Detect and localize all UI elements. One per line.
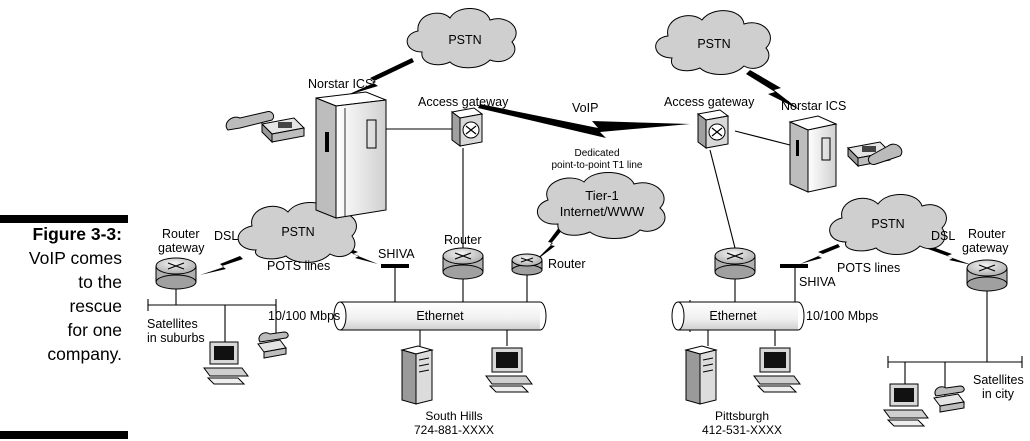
label-router-gateway-right-2: gateway — [962, 241, 1009, 255]
label-ethernet-left: Ethernet — [416, 309, 464, 323]
tier1-internet-cloud: Tier-1 Internet/WWW — [536, 171, 666, 239]
label-mbps-right: 10/100 Mbps — [806, 309, 878, 323]
label-router-gateway-left-1: Router — [162, 227, 200, 241]
pstn-cloud-top-right: PSTN — [655, 10, 771, 75]
label-pots-left: POTS lines — [267, 259, 330, 273]
shiva-bar-right — [780, 264, 808, 268]
lightning-bolt-pots-right — [800, 244, 840, 264]
label-satellites-suburbs-1: Satellites — [147, 317, 198, 331]
router-gateway-left — [155, 257, 197, 290]
router-gateway-right — [966, 259, 1008, 292]
caption-line: for one — [67, 320, 122, 340]
caption-top-bar — [0, 215, 128, 223]
cloud-label-line1: Tier-1 — [585, 188, 618, 203]
desktop-pc-suburbs — [203, 341, 249, 385]
desktop-pc-pittsburgh — [753, 347, 801, 393]
norstar-ics-left — [315, 91, 387, 219]
telephone-suburbs — [257, 331, 289, 359]
router-internet — [511, 253, 543, 276]
label-shiva-right: SHIVA — [799, 275, 836, 289]
label-voip: VoIP — [572, 101, 598, 115]
lightning-bolt-pstn-norstar-right — [746, 70, 800, 110]
label-router-left: Router — [444, 233, 482, 247]
pstn-cloud-mid-left: PSTN — [237, 202, 357, 263]
desktop-pc-south-hills — [485, 347, 533, 393]
label-dedicated-line1: Dedicated — [574, 148, 619, 159]
label-router-gateway-right-1: Router — [968, 227, 1006, 241]
lightning-bolt-pstn-norstar-left — [345, 58, 414, 96]
caption-line: rescue — [69, 296, 122, 316]
pstn-cloud-mid-right: PSTN — [829, 194, 947, 255]
shiva-bar-left — [381, 264, 409, 268]
ethernet-right — [671, 301, 805, 331]
telephone-city — [933, 385, 965, 413]
label-dedicated-line2: point-to-point T1 line — [552, 160, 643, 171]
server-tower-south-hills — [400, 345, 434, 405]
location-pittsburgh-name: Pittsburgh — [715, 409, 769, 423]
label-norstar-left: Norstar ICS — [308, 77, 373, 91]
label-router-gateway-left-2: gateway — [158, 241, 205, 255]
server-tower-pittsburgh — [684, 345, 718, 405]
label-norstar-right: Norstar ICS — [781, 99, 846, 113]
location-pittsburgh-phone: 412-531-XXXX — [702, 423, 782, 437]
ethernet-left — [333, 301, 547, 331]
label-ethernet-right: Ethernet — [709, 309, 757, 323]
label-pots-right: POTS lines — [837, 261, 900, 275]
label-access-gateway-left: Access gateway — [418, 95, 509, 109]
telephone-norstar-left — [225, 111, 306, 144]
label-satellites-city-1: Satellites — [973, 373, 1024, 387]
figure-number: Figure 3-3: — [32, 224, 122, 244]
router-left — [442, 247, 484, 280]
wan-links — [200, 58, 972, 275]
cloud-label: PSTN — [281, 225, 314, 239]
access-gateway-right — [696, 109, 730, 149]
access-gateway-left — [450, 107, 484, 147]
telephone-norstar-right — [846, 141, 903, 168]
label-satellites-suburbs-2: in suburbs — [147, 331, 205, 345]
desktop-pc-city — [883, 383, 929, 427]
lightning-bolt-voip — [478, 104, 690, 138]
lightning-bolt-dsl-left — [200, 256, 243, 275]
pstn-cloud-top-left: PSTN — [406, 8, 517, 69]
label-router-internet: Router — [548, 257, 586, 271]
label-access-gateway-right: Access gateway — [664, 95, 755, 109]
cloud-label: PSTN — [448, 33, 481, 47]
cloud-label: PSTN — [697, 37, 730, 51]
location-south-hills-name: South Hills — [425, 409, 482, 423]
caption-line: VoIP comes — [28, 248, 122, 268]
cloud-label: PSTN — [871, 217, 904, 231]
label-shiva-left: SHIVA — [378, 247, 415, 261]
figure-caption: Figure 3-3: VoIP comes to the rescue for… — [0, 222, 122, 366]
norstar-ics-right — [788, 115, 838, 193]
lightning-bolt-dsl-right — [928, 246, 972, 265]
caption-bottom-bar — [0, 431, 128, 439]
lightning-bolt-internet — [534, 222, 567, 262]
router-right — [714, 247, 756, 280]
label-dsl-left: DSL — [214, 229, 238, 243]
label-mbps-left: 10/100 Mbps — [268, 309, 340, 323]
location-south-hills-phone: 724-881-XXXX — [414, 423, 494, 437]
label-dsl-right: DSL — [931, 229, 955, 243]
cloud-label-line2: Internet/WWW — [560, 204, 645, 219]
caption-line: to the — [78, 272, 122, 292]
caption-line: company. — [47, 344, 122, 364]
label-satellites-city-2: in city — [982, 387, 1015, 401]
connection-lines — [147, 128, 1023, 398]
